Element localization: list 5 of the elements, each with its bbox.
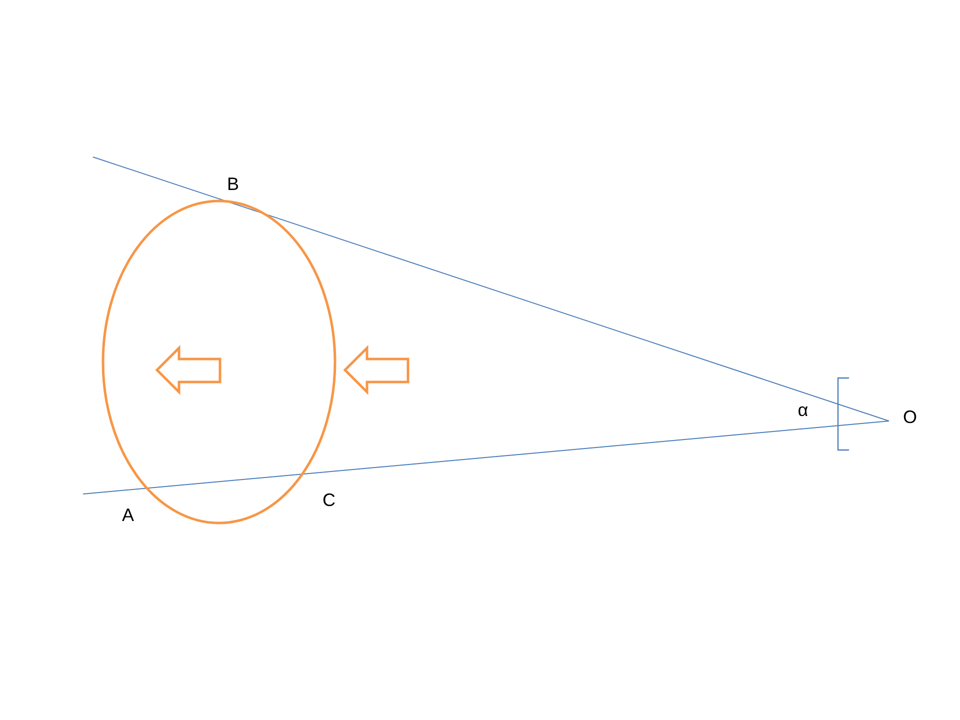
point-label: O bbox=[903, 408, 917, 426]
point-label: C bbox=[322, 491, 336, 509]
point-label: B bbox=[227, 175, 239, 193]
point-label: α bbox=[798, 401, 808, 419]
point-label: A bbox=[122, 506, 134, 524]
